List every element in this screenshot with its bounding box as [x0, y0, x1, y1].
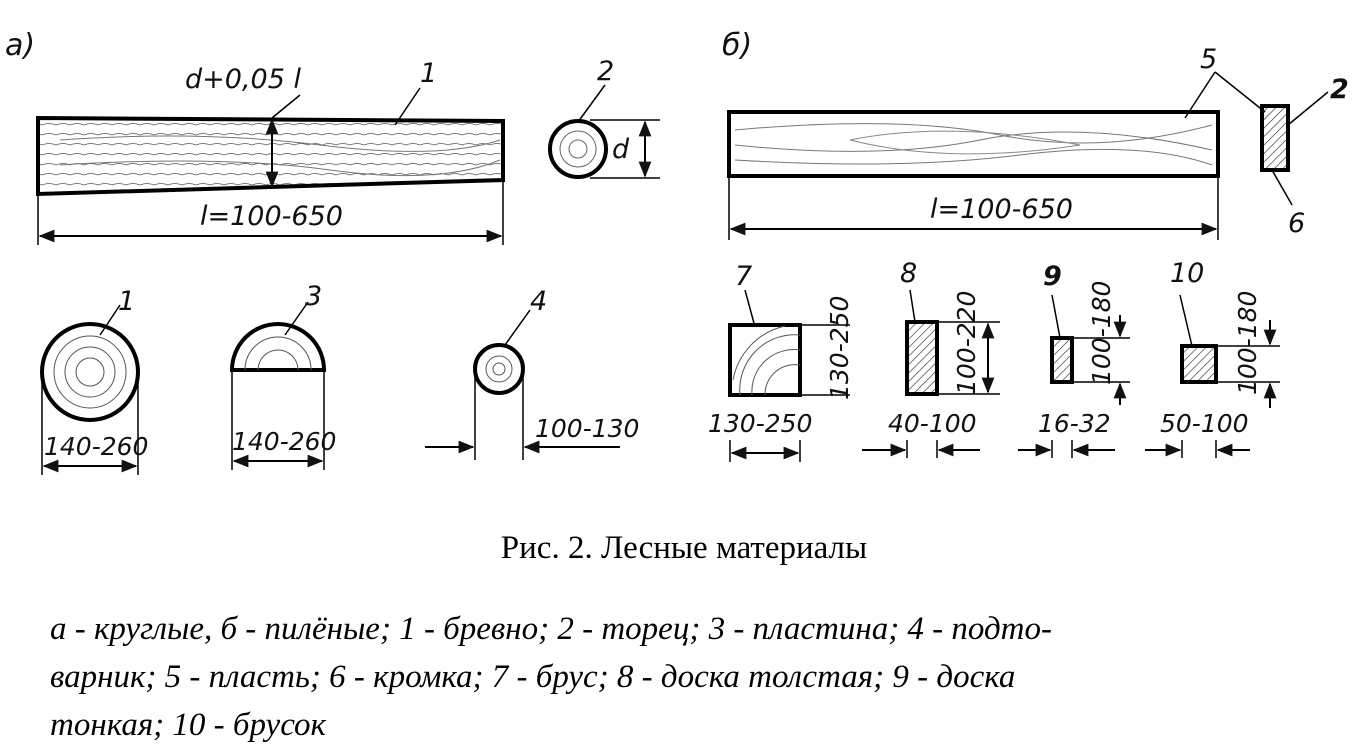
- board-length-dim: l=100-650: [930, 194, 1073, 225]
- lumber-diagram: а) б) d+0,05 l 1 l=100-650 2 d 1 1: [5, 28, 1349, 475]
- thin-board-width-dim: 16-32: [1038, 409, 1111, 438]
- beam-cross-section: [728, 289, 850, 462]
- bar-width-dim: 50-100: [1160, 409, 1249, 438]
- log-cross-section: [40, 304, 140, 475]
- face-label-5: 5: [1200, 44, 1217, 75]
- thick-board-height-dim: 100-220: [952, 291, 981, 395]
- figure-caption-title: Рис. 2. Лесные материалы: [500, 530, 868, 566]
- board-end-label-2: 2: [1330, 74, 1349, 105]
- thick-board-label-8: 8: [900, 258, 917, 289]
- panel-a-label: а): [5, 28, 35, 63]
- beam-width-dim: 130-250: [708, 409, 812, 438]
- beam-height-dim: 130-250: [825, 296, 854, 400]
- thin-board-cross-section: [1018, 294, 1130, 458]
- log-end-view: [548, 84, 660, 179]
- plate-label-3: 3: [305, 281, 322, 312]
- log-diam-dim: 140-260: [44, 432, 148, 461]
- beam-label-7: 7: [735, 261, 752, 292]
- thick-board-cross-section: [862, 289, 1000, 458]
- edge-label-6: 6: [1288, 208, 1305, 239]
- bar-height-dim: 100-180: [1233, 291, 1262, 395]
- diameter-dim: d: [612, 134, 630, 165]
- plate-width-dim: 140-260: [232, 427, 336, 456]
- thin-board-height-dim: 100-180: [1087, 281, 1116, 385]
- board-end-view: [1260, 91, 1329, 206]
- figure-caption-legend: а - круглые, б - пилёные; 1 - бревно; 2 …: [50, 611, 1053, 743]
- board-side-view: [727, 71, 1266, 240]
- thin-board-label-9: 9: [1043, 261, 1062, 292]
- log-side-view: [36, 87, 505, 245]
- plate-cross-section: [229, 301, 327, 470]
- pole-diam-dim: 100-130: [535, 414, 639, 443]
- pole-cross-section: [425, 309, 620, 460]
- thick-board-width-dim: 40-100: [888, 409, 977, 438]
- bar-cross-section: [1145, 294, 1280, 458]
- taper-dim-label: d+0,05 l: [185, 64, 301, 95]
- log-label-1: 1: [420, 58, 437, 89]
- bar-label-10: 10: [1170, 258, 1204, 289]
- pole-label-4: 4: [530, 286, 547, 317]
- log-length-dim: l=100-650: [200, 201, 343, 232]
- log-section-label-1: 1: [118, 286, 135, 317]
- panel-b-label: б): [722, 28, 752, 63]
- log-end-label-2: 2: [597, 56, 614, 87]
